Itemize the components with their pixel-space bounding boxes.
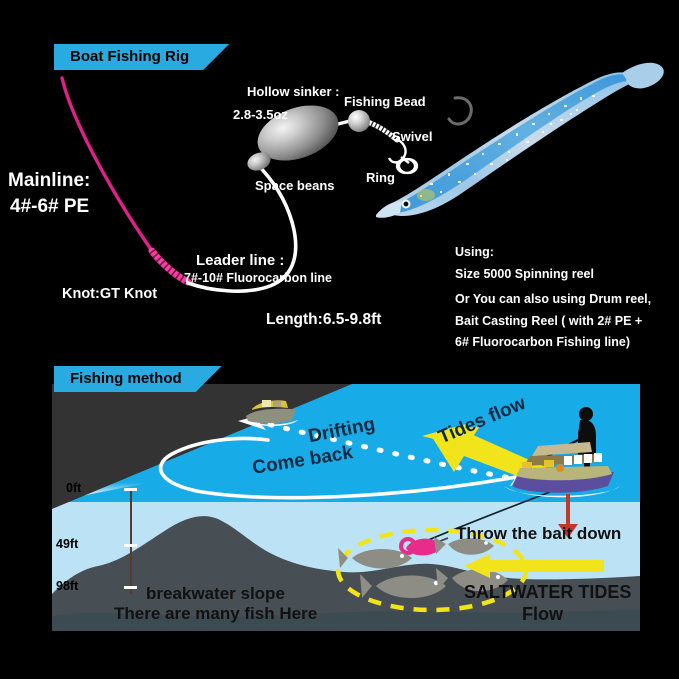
saltwater-tides-arrow — [464, 554, 604, 578]
using-line-1: Size 5000 Spinning reel — [455, 266, 594, 281]
seabed-floor — [52, 610, 640, 631]
depth-tick-98 — [124, 586, 137, 589]
ring-label: Ring — [366, 170, 395, 185]
swivel-label: Swivel — [392, 129, 433, 144]
length-label: Length:6.5-9.8ft — [266, 311, 382, 328]
throw-bait-label: Throw the bait down — [456, 524, 622, 543]
using-line-4: 6# Fluorocarbon Fishing line) — [455, 335, 631, 349]
boat-wake — [504, 486, 620, 498]
using-block: Using: Size 5000 Spinning reel Or You ca… — [455, 246, 651, 358]
depth-label-0ft: 0ft — [66, 481, 82, 495]
eel-glitter — [420, 95, 595, 197]
space-beans-label: Space beans — [255, 178, 335, 193]
saltwater-line-1: SALTWATER TIDES — [464, 582, 632, 602]
fish-3 — [436, 568, 508, 592]
depth-axis-line — [130, 490, 132, 594]
fishing-bead — [348, 110, 370, 132]
split-ring-icon — [395, 157, 419, 175]
leader-path — [186, 161, 298, 293]
saltwater-line-2: Flow — [522, 604, 563, 624]
eel-head — [376, 201, 402, 218]
fish-school — [338, 537, 508, 598]
fishing-bead-label: Fishing Bead — [344, 94, 426, 109]
breakwater-line-1: breakwater slope — [146, 584, 285, 603]
fish-2 — [360, 574, 446, 598]
banner-boat-fishing-rig: Boat Fishing Rig — [54, 44, 229, 70]
fish-4 — [434, 537, 494, 555]
depth-label-49ft: 49ft — [56, 537, 79, 551]
fishing-method-scene: 0ft 49ft 98ft Drifting Come back Tides f… — [52, 384, 640, 631]
come-back-path — [159, 436, 524, 500]
using-line-2: Or You can also using Drum reel, — [455, 292, 652, 306]
depth-tick-49 — [124, 544, 137, 547]
mainline-spec: 4#-6# PE — [10, 196, 90, 217]
breakwater-line-2: There are many fish Here — [114, 604, 318, 623]
using-line-3: Bait Casting Reel ( with 2# PE + — [455, 313, 643, 328]
drifting-path — [247, 418, 525, 483]
depth-tick-0 — [124, 488, 137, 491]
far-boat-icon — [244, 400, 298, 426]
eel-gill-mark — [417, 189, 435, 201]
leader-title: Leader line : — [196, 252, 285, 269]
pink-lure-icon — [399, 537, 449, 556]
soft-eel-lure — [376, 62, 664, 218]
eel-pupil — [403, 201, 409, 207]
banner-fishing-method: Fishing method — [54, 366, 222, 392]
rig-diagram-section: Boat Fishing Rig Mainline: 4#-6# PE Knot… — [8, 0, 664, 358]
eel-tail — [622, 62, 664, 89]
hollow-sinker-spec: 2.8-3.5oz — [233, 107, 288, 122]
hollow-sinker-title: Hollow sinker : — [247, 84, 340, 99]
knot-label: Knot:GT Knot — [62, 286, 158, 302]
fish-1 — [338, 548, 412, 569]
line-paths — [60, 76, 473, 293]
using-heading: Using: — [455, 245, 494, 259]
eel-dorsal — [392, 74, 628, 213]
mainline-title: Mainline: — [8, 170, 91, 191]
throw-bait-arrow — [558, 494, 578, 538]
main-boat-icon — [504, 407, 620, 498]
leader-spec: 7#-10# Fluorocarbon line — [184, 271, 332, 285]
depth-label-98ft: 98ft — [56, 579, 79, 593]
hook-icon — [447, 96, 473, 126]
swivel-coil — [365, 119, 400, 143]
gt-knot — [148, 247, 192, 286]
